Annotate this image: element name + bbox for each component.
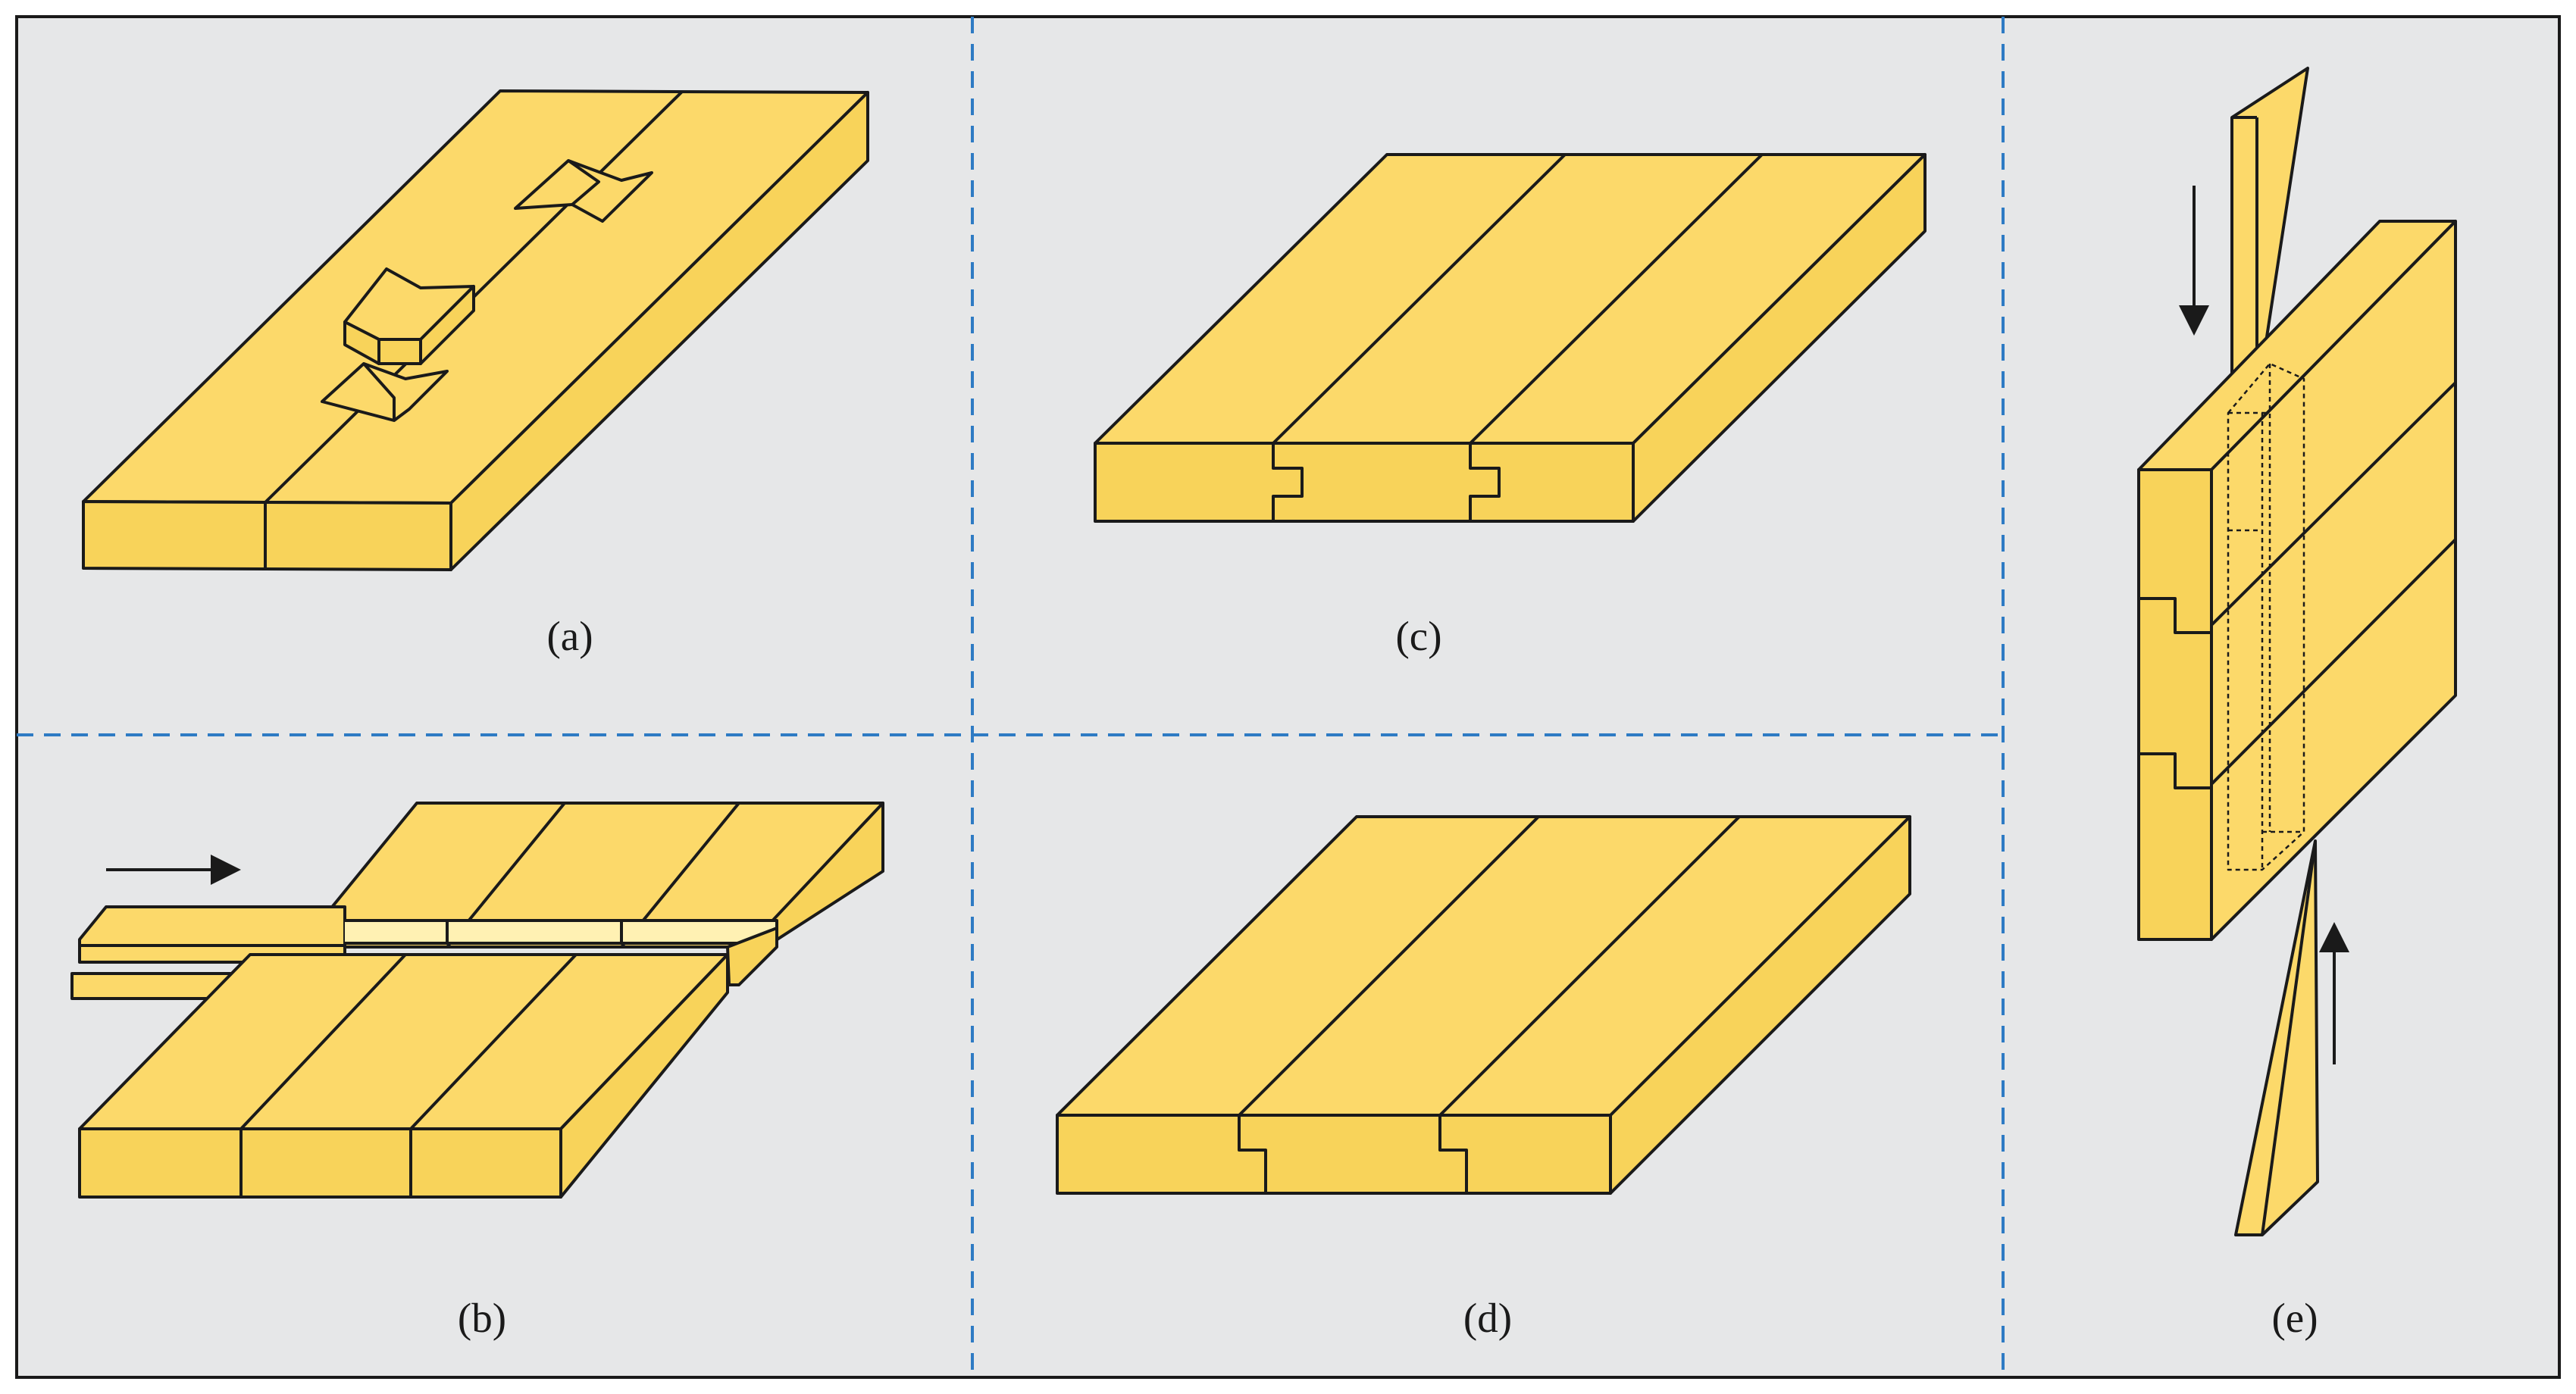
board-c-seam-1 [1272, 153, 1567, 445]
panel-label-b: (b) [458, 1295, 506, 1341]
tongue-groove-c-1 [1272, 443, 1304, 521]
board-c-seam-2 [1469, 153, 1764, 445]
rebate-d-2 [1438, 1115, 1468, 1193]
panel-b-diagram [70, 802, 884, 1199]
panel-c-diagram [1094, 153, 1927, 523]
board-d-seam-1 [1238, 815, 1540, 1117]
tongue-e-1 [2139, 597, 2211, 634]
board-d-front [1056, 1114, 1612, 1195]
panel-label-d: (d) [1463, 1295, 1512, 1341]
panel-label-c: (c) [1395, 613, 1441, 659]
hidden-slot [2227, 362, 2305, 871]
panel-dividers [17, 17, 2005, 1377]
rebate-d-1 [1238, 1115, 1267, 1193]
panel-label-e: (e) [2271, 1295, 2318, 1341]
panel-d-diagram [1056, 815, 1911, 1195]
board-a-front [82, 500, 452, 571]
board-d-seam-2 [1438, 815, 1741, 1117]
panel-a-diagram [82, 89, 869, 571]
board-e-front [2137, 468, 2213, 941]
tongue-groove-c-2 [1469, 443, 1501, 521]
board-c-front [1094, 442, 1635, 523]
panel-label-a: (a) [546, 613, 593, 659]
tongue-e-2 [2139, 752, 2211, 789]
board-b-front-face [78, 1127, 562, 1199]
panel-e-diagram [2137, 67, 2457, 1236]
wedge-lower [2234, 839, 2319, 1236]
